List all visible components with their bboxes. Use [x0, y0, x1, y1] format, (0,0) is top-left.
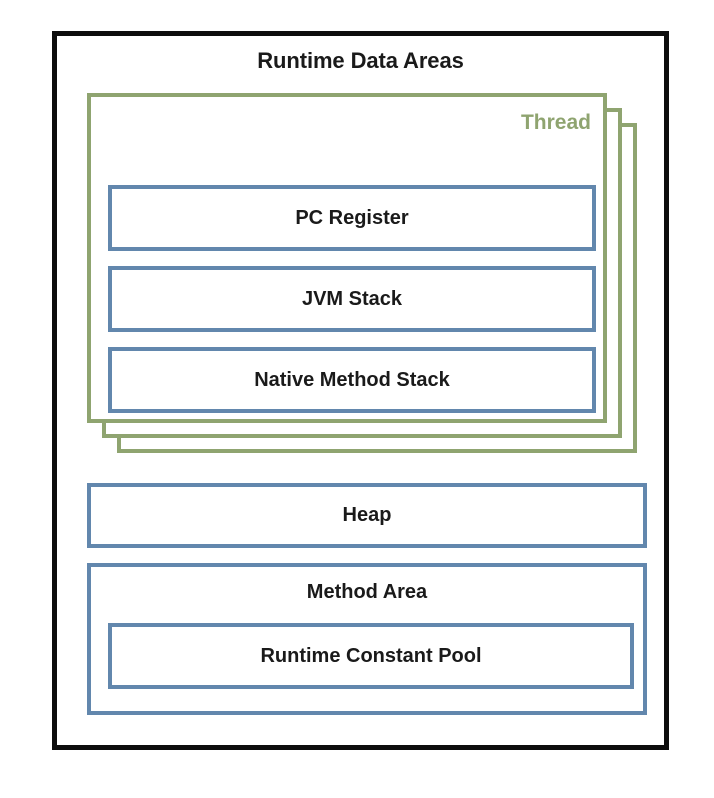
- heap-label: Heap: [342, 504, 392, 526]
- jvm-stack-label: JVM Stack: [301, 287, 403, 310]
- thread-label: Thread: [520, 111, 591, 134]
- thread-stack-group: Thread PC Register JVM Stack Native Meth…: [87, 93, 637, 463]
- method-area-label: Method Area: [306, 581, 428, 603]
- runtime-data-areas-frame: Runtime Data Areas Thread PC Register JV…: [52, 31, 669, 750]
- native-method-stack-label: Native Method Stack: [254, 368, 450, 391]
- page-title: Runtime Data Areas: [257, 48, 464, 73]
- runtime-constant-pool-box[interactable]: Runtime Constant Pool: [108, 623, 634, 689]
- jvm-stack-box[interactable]: JVM Stack: [108, 266, 596, 332]
- thread-card-front[interactable]: Thread PC Register JVM Stack Native Meth…: [87, 93, 607, 423]
- native-method-stack-box[interactable]: Native Method Stack: [108, 347, 596, 413]
- heap-box[interactable]: Heap: [87, 483, 647, 548]
- method-area-box[interactable]: Method Area Runtime Constant Pool: [87, 563, 647, 715]
- pc-register-label: PC Register: [295, 206, 409, 229]
- runtime-constant-pool-label: Runtime Constant Pool: [260, 644, 482, 667]
- pc-register-box[interactable]: PC Register: [108, 185, 596, 251]
